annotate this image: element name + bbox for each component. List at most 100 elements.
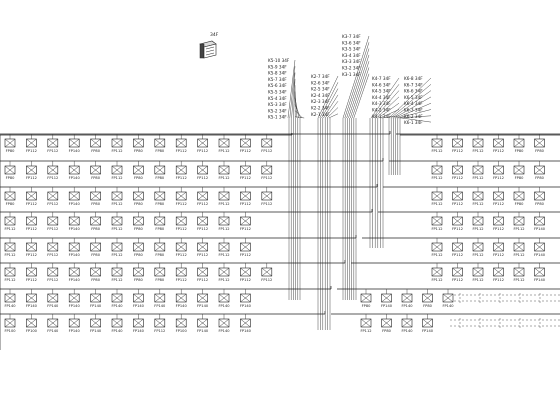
fan-coil-unit: FP112 [197,212,208,231]
riser-label: K5-1 34F [268,115,287,120]
unit-label: FP80 [155,278,165,282]
unit-label: FP112 [472,227,483,231]
unit-label: FP80 [91,227,101,231]
fan-coil-unit: FP112 [176,187,187,206]
unit-label: FP112 [197,227,208,231]
unit-label: FP112 [472,176,483,180]
fan-coil-unit: FP112 [240,263,251,282]
unit-label: FP140 [442,304,454,308]
unit-label: FP112 [261,202,272,206]
unit-label: FP112 [513,278,524,282]
unit-label: FP112 [47,278,58,282]
fan-coil-unit: FP80 [154,161,166,180]
riser-label: K5-4 34F [268,96,287,101]
fan-coil-unit: FP140 [534,212,546,231]
unit-label: FP140 [381,304,393,308]
riser-label: K4-5 34F [372,89,391,94]
fan-coil-unit: FP112 [493,134,504,153]
fan-coil-unit: FP112 [493,161,504,180]
fan-coil-unit: FP112 [111,212,123,231]
unit-label: FP80 [6,176,16,180]
fan-coil-unit: FP80 [534,187,545,206]
fan-coil-unit: FP112 [4,238,16,257]
fan-coil-unit: FP112 [240,134,251,153]
unit-label: FP140 [240,304,252,308]
unit-label: FP140 [111,304,123,308]
fan-coil-unit: FP112 [176,238,187,257]
unit-label: FP112 [197,253,208,257]
fan-coil-unit: FP112 [472,187,484,206]
fan-coil-unit: FP112 [197,187,208,206]
riser-label: K4-4 34F [372,95,391,100]
unit-label: FP140 [69,149,81,153]
fan-coil-unit: FP80 [133,263,144,282]
unit-label: FP112 [26,149,37,153]
unit-label: FP112 [513,227,524,231]
fan-coil-unit: FP80 [90,212,101,231]
unit-label: FP112 [176,202,187,206]
unit-label: FP112 [513,253,524,257]
unit-label: FP140 [90,329,102,333]
unit-label: FP112 [218,176,229,180]
fan-coil-unit: FP140 [90,289,102,308]
unit-label: FP80 [6,149,16,153]
riser-label: K5-6 34F [268,83,287,88]
fan-coil-unit: FP112 [111,238,123,257]
unit-label: FP140 [197,329,209,333]
fan-coil-unit: FP112 [472,238,484,257]
fan-coil-unit: FP80 [381,314,392,333]
unit-label: FP140 [534,253,546,257]
fan-coil-unit: FP112 [218,212,230,231]
fan-coil-unit: FP112 [47,263,58,282]
unit-label: FP80 [155,149,165,153]
unit-label: FP112 [431,227,442,231]
unit-label: FP80 [134,202,144,206]
unit-label: FP112 [431,253,442,257]
riser-label: K3-4 34F [342,53,361,58]
fan-coil-unit: FP80 [4,187,16,206]
fan-coil-unit: FP80 [154,263,166,282]
unit-label: FP140 [534,278,546,282]
fan-coil-unit: FP80 [534,134,545,153]
fan-coil-unit: FP140 [176,289,188,308]
unit-label: FP140 [133,304,145,308]
unit-label: FP80 [91,149,101,153]
fan-coil-unit: FP112 [452,134,463,153]
unit-label: FP112 [26,253,37,257]
unit-label: FP112 [431,176,442,180]
unit-label: FP80 [515,176,525,180]
riser-label: K6-8 34F [404,76,423,81]
unit-label: FP100 [4,329,16,333]
unit-label: FP140 [240,329,252,333]
unit-label: FP112 [452,253,463,257]
fan-coil-unit: FP140 [47,314,59,333]
unit-label: FP140 [154,304,166,308]
unit-label: FP100 [26,329,38,333]
unit-label: FP112 [493,253,504,257]
unit-label: FP112 [176,253,187,257]
riser-label: K4-7 34F [372,76,391,81]
fan-coil-unit: FP112 [431,187,443,206]
unit-label: FP140 [176,304,188,308]
unit-label: FP112 [240,202,251,206]
fan-coil-unit: FP112 [176,212,187,231]
fan-coil-unit: FP112 [4,263,16,282]
unit-label: FP112 [472,253,483,257]
fan-coil-unit: FP140 [442,289,454,308]
unit-label: FP112 [218,253,229,257]
riser-label: K4-1 34F [372,114,391,119]
fan-coil-unit: FP112 [431,212,443,231]
unit-label: FP80 [155,227,165,231]
fan-coil-unit: FP112 [111,134,123,153]
unit-label: FP112 [261,176,272,180]
unit-label: FP140 [218,329,230,333]
fan-coil-unit: FP80 [154,238,166,257]
unit-label: FP112 [452,202,463,206]
unit-label: FP112 [493,176,504,180]
fan-coil-unit: FP112 [111,263,123,282]
fan-coil-unit: FP100 [176,314,187,333]
unit-label: FP112 [176,227,187,231]
unit-label: FP112 [4,227,15,231]
fan-coil-unit: FP112 [261,161,272,180]
